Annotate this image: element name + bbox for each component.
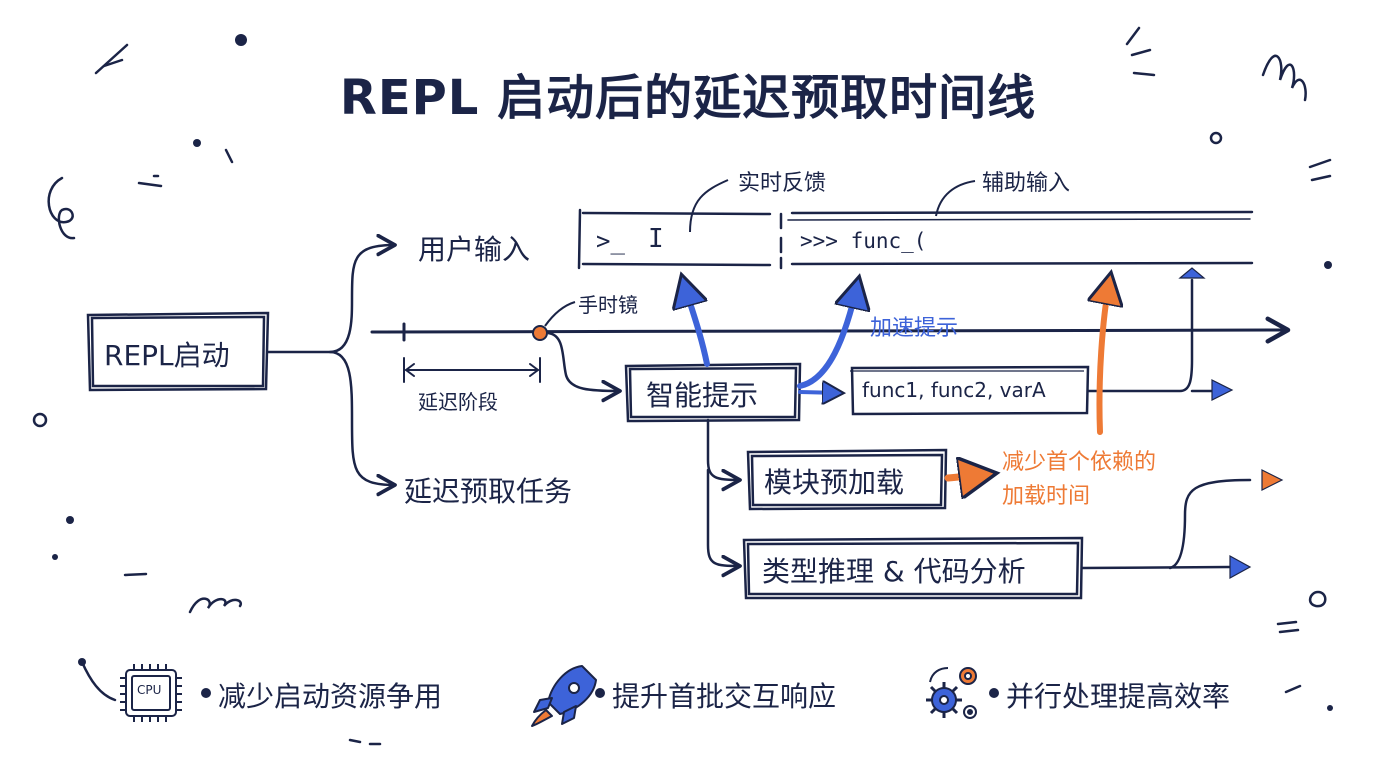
- suggestion-outflow: [1086, 267, 1234, 401]
- cpu-chip-label: CPU: [137, 683, 162, 697]
- assisted-input-leader: [935, 180, 976, 217]
- legend-bullet: [201, 688, 211, 698]
- branch-connectors: [266, 233, 397, 497]
- type-inference-outflow: [1080, 469, 1284, 580]
- orange-preload-arrow: [944, 474, 990, 478]
- legend-item-reduce-contention: 减少启动资源争用: [218, 680, 443, 713]
- deferred-prefetch-label: 延迟预取任务: [404, 475, 573, 508]
- type-inference-box: [742, 536, 1084, 600]
- repl-start-box: [86, 311, 270, 392]
- legend-item-boost-response: 提升首批交互响应: [612, 680, 837, 713]
- legend-item-parallel-efficiency: 并行处理提高效率: [1006, 680, 1231, 713]
- decorative-doodles: [32, 26, 1333, 746]
- rocket-icon: [531, 665, 597, 727]
- realtime-feedback-label: 实时反馈: [738, 171, 827, 196]
- timeline-to-smart-hint: [547, 331, 622, 403]
- main-timeline: [370, 316, 1291, 344]
- timeline-milestone-dot: [532, 325, 548, 341]
- delay-phase-label: 延迟阶段: [418, 390, 498, 414]
- user-input-label: 用户输入: [418, 233, 531, 266]
- sub-task-connectors: [706, 418, 742, 578]
- speed-up-hint-label: 加速提示: [870, 316, 959, 341]
- terminal-input-text: >>> func_(: [800, 229, 927, 253]
- realtime-feedback-leader: [689, 179, 729, 233]
- gears-icon: [926, 667, 977, 719]
- smart-hint-box: [624, 362, 802, 423]
- legend-bullet: [989, 688, 999, 698]
- orange-upward-arrow: [1099, 278, 1110, 435]
- text-cursor-icon: I: [648, 224, 664, 254]
- page-title: REPL 启动后的延迟预取时间线: [339, 70, 1037, 126]
- legend-bullet: [595, 688, 605, 698]
- cpu-chip-icon: [120, 664, 182, 722]
- terminal-prompt: >_: [596, 227, 625, 255]
- blue-feedback-arrows: [683, 280, 858, 393]
- suggestion-box: [850, 365, 1090, 416]
- hand-time-lens-leader: [544, 301, 576, 327]
- module-preload-box: [746, 448, 948, 511]
- assisted-input-label: 辅助输入: [982, 171, 1071, 196]
- smart-hint-label: 智能提示: [646, 379, 759, 412]
- module-preload-label: 模块预加载: [764, 466, 905, 499]
- terminal-bar: [577, 208, 1254, 270]
- delay-phase-bracket: [403, 357, 541, 383]
- reduce-dependency-time-label: 减少首个依赖的 加载时间: [1002, 450, 1157, 509]
- type-inference-label: 类型推理 & 代码分析: [762, 555, 1026, 588]
- suggestion-list-text: func1, func2, varA: [862, 378, 1046, 402]
- repl-start-label: REPL启动: [104, 339, 230, 372]
- hand-time-lens-label: 手时镜: [578, 293, 638, 317]
